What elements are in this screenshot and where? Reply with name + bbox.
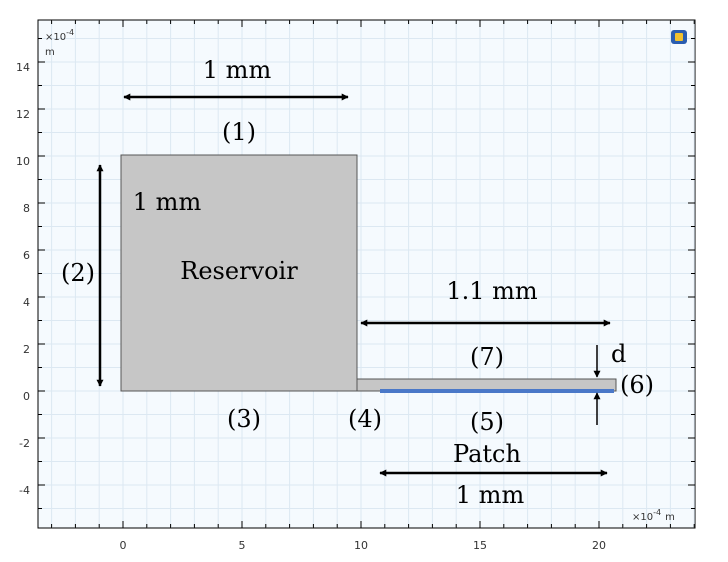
top-width-label: 1 mm — [203, 56, 272, 84]
y-tick-label: 2 — [23, 343, 30, 356]
svg-text:×10-4: ×10-4 — [45, 28, 74, 43]
edge-label-1: (1) — [222, 118, 256, 146]
x-tick-label: 0 — [120, 539, 127, 552]
y-tick-label: -4 — [19, 484, 30, 497]
x-tick-label: 15 — [473, 539, 487, 552]
x-tick-label: 5 — [239, 539, 246, 552]
y-tick-label: 0 — [23, 390, 30, 403]
svg-text:×10-4m: ×10-4m — [632, 508, 675, 523]
channel-length-label: 1.1 mm — [446, 277, 538, 305]
color-legend-icon[interactable] — [671, 30, 687, 44]
reservoir-height-label: 1 mm — [133, 188, 202, 216]
edge-label-5: (5) — [470, 408, 504, 436]
gap-label: d — [611, 340, 626, 368]
x-axis-labels: 0 5 10 15 20 — [120, 539, 607, 552]
y-tick-label: 6 — [23, 249, 30, 262]
y-axis-labels: 14 12 10 8 6 4 2 0 -2 -4 — [16, 61, 30, 497]
y-unit-label: m — [45, 47, 55, 58]
edge-label-2: (2) — [61, 259, 95, 287]
edge-label-6: (6) — [620, 371, 654, 399]
y-tick-label: 8 — [23, 202, 30, 215]
y-tick-label: 10 — [16, 155, 30, 168]
edge-label-3: (3) — [227, 405, 261, 433]
y-scale-label: ×10-4 m — [45, 28, 74, 58]
edge-label-7: (7) — [470, 343, 504, 371]
axis-ticks — [38, 20, 695, 528]
edge-label-4: (4) — [348, 405, 382, 433]
y-tick-label: 4 — [23, 296, 30, 309]
x-tick-label: 20 — [592, 539, 606, 552]
patch-length-label: 1 mm — [456, 481, 525, 509]
x-tick-label: 10 — [354, 539, 368, 552]
reservoir-shape — [120, 154, 358, 392]
patch-name-label: Patch — [453, 440, 521, 468]
y-tick-label: 14 — [16, 61, 30, 74]
reservoir-name-label: Reservoir — [180, 257, 298, 285]
y-tick-label: 12 — [16, 108, 30, 121]
y-tick-label: -2 — [19, 437, 30, 450]
